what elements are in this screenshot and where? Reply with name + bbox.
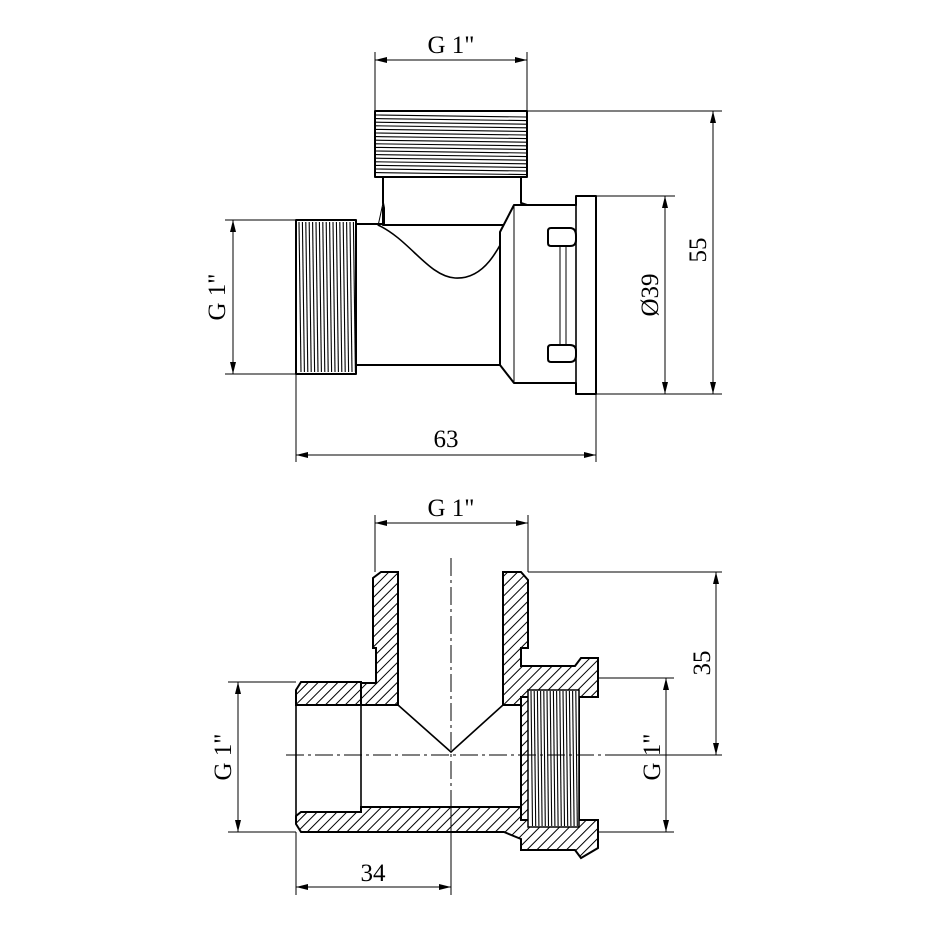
top-branch-thread (375, 114, 527, 176)
section-wall-left-top (295, 681, 362, 706)
dim-top-thread-label: G 1" (427, 32, 474, 59)
dim-left-thread-label: G 1" (204, 273, 231, 320)
left-branch-thread (298, 221, 356, 373)
section-right-inner-thread (530, 690, 578, 827)
section-bore-lines (295, 700, 522, 816)
tee-section-view: G 1" G 1" G 1" 35 34 (210, 495, 722, 895)
dim-section-top-thread: G 1" (374, 495, 529, 572)
dim-section-top-thread-label: G 1" (427, 495, 474, 522)
dim-section-left-thread: G 1" (210, 681, 296, 833)
dim-height-label: 55 (685, 238, 712, 263)
dim-diameter-label: Ø39 (637, 273, 664, 316)
dim-left-thread: G 1" (204, 219, 296, 375)
dim-width: 63 (295, 374, 597, 462)
dim-height: 55 (527, 110, 722, 395)
section-wall-top-right (502, 571, 599, 706)
dim-diameter: Ø39 (596, 195, 675, 395)
dim-width-label: 63 (434, 426, 459, 453)
dim-section-width-label: 34 (361, 860, 387, 887)
dim-section-height-label: 35 (689, 651, 716, 676)
junction-edge (377, 202, 384, 227)
dim-top-thread: G 1" (374, 32, 528, 111)
section-wall-top-left (360, 571, 399, 706)
union-nut (499, 195, 597, 395)
left-branch (295, 207, 521, 375)
dim-section-height: 35 (528, 571, 722, 756)
dim-section-left-thread-label: G 1" (210, 733, 237, 780)
dim-section-right-thread-label: G 1" (639, 733, 666, 780)
dim-section-right-thread: G 1" (598, 677, 674, 833)
dim-section-width: 34 (295, 790, 452, 895)
tee-exterior-view: G 1" G 1" Ø39 55 63 (204, 32, 722, 462)
